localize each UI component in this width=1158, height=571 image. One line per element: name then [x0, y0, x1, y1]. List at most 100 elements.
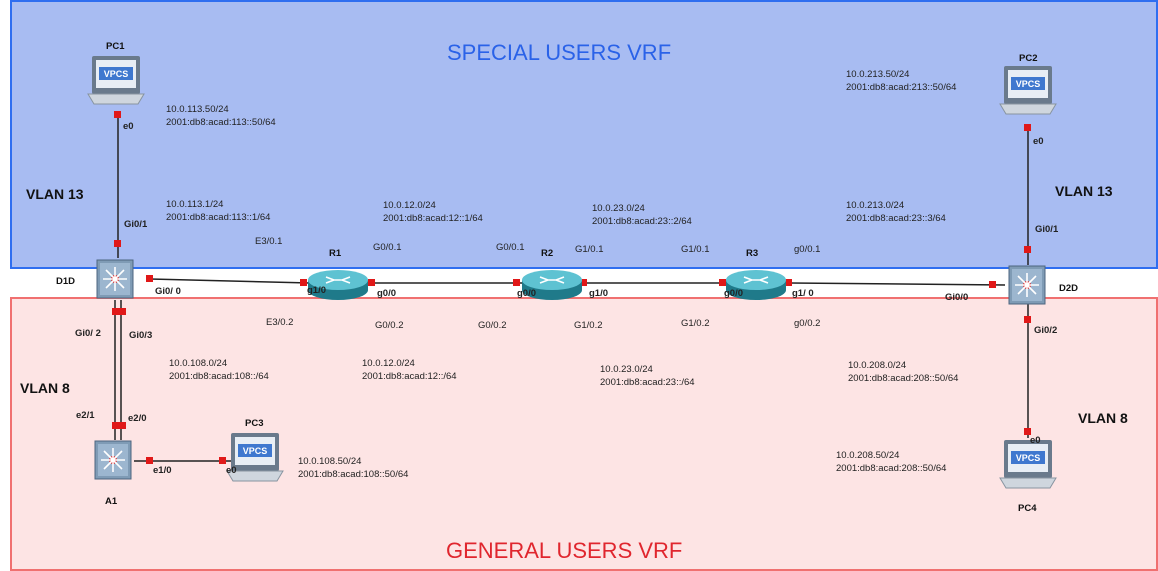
- d1d-vlan13-address-block: 10.0.113.1/24 2001:db8:acad:113::1/64: [166, 198, 270, 224]
- ipv6-address: 2001:db8:acad:208::50/64: [848, 373, 959, 384]
- port-marker: [785, 279, 792, 286]
- r2-g101-label: G1/0.1: [575, 244, 604, 255]
- general-users-vrf-zone: [10, 297, 1158, 571]
- d2d-gi00-label: Gi0/0: [945, 292, 969, 303]
- r1-g10-label: g1/0: [307, 285, 327, 296]
- switch-a1-icon[interactable]: [94, 440, 132, 480]
- pc1-address-block: 10.0.113.50/24 2001:db8:acad:113::50/64: [166, 103, 276, 129]
- router-r3-icon[interactable]: [726, 270, 786, 300]
- pc4-laptop-icon[interactable]: VPCS: [999, 440, 1057, 489]
- ipv4-address: 10.0.108.50/24: [298, 456, 362, 467]
- d2d-gi01-label: Gi0/1: [1035, 224, 1059, 235]
- ipv6-address: 2001:db8:acad:108::/64: [169, 371, 269, 382]
- router-r1-icon[interactable]: [308, 270, 368, 300]
- r3-g002-label: g0/0.2: [794, 318, 821, 329]
- svg-text:VPCS: VPCS: [104, 69, 129, 79]
- pc3-label: PC3: [245, 418, 264, 429]
- pc4-e0-label: e0: [1030, 435, 1041, 446]
- r1-e301-label: E3/0.1: [255, 236, 283, 247]
- r1-label: R1: [329, 248, 342, 259]
- port-marker: [1024, 124, 1031, 131]
- vlan13-left-label: VLAN 13: [26, 186, 84, 202]
- vlan8-left-label: VLAN 8: [20, 380, 70, 396]
- d1d-gi01-label: Gi0/1: [124, 219, 148, 230]
- port-marker: [146, 275, 153, 282]
- switch-d2d-icon[interactable]: [1008, 265, 1046, 305]
- d2d-vlan8-address-block: 10.0.208.0/24 2001:db8:acad:208::50/64: [848, 359, 958, 385]
- ipv6-address: 2001:db8:acad:108::50/64: [298, 469, 409, 480]
- vlan8-right-label: VLAN 8: [1078, 410, 1128, 426]
- ipv4-address: 10.0.208.0/24: [848, 360, 907, 371]
- pc1-laptop-icon[interactable]: VPCS: [87, 56, 145, 105]
- link-r3-d2d: [789, 282, 1006, 286]
- r1-g002-label: G0/0.2: [375, 320, 404, 331]
- pc3-e0-label: e0: [226, 465, 237, 476]
- r3-g001-label: g0/0.1: [794, 244, 821, 255]
- r3-label: R3: [746, 248, 759, 259]
- pc2-e0-label: e0: [1033, 136, 1044, 147]
- r1-r2-vlan8-address-block: 10.0.12.0/24 2001:db8:acad:12::/64: [362, 357, 457, 383]
- ipv6-address: 2001:db8:acad:23::3/64: [846, 213, 946, 224]
- d1d-vlan8-address-block: 10.0.108.0/24 2001:db8:acad:108::/64: [169, 357, 269, 383]
- ipv4-address: 10.0.213.50/24: [846, 69, 910, 80]
- ipv6-address: 2001:db8:acad:12::/64: [362, 371, 457, 382]
- pc2-laptop-icon[interactable]: VPCS: [999, 66, 1057, 115]
- ipv4-address: 10.0.12.0/24: [362, 358, 415, 369]
- r2-label: R2: [541, 248, 554, 259]
- pc4-label: PC4: [1018, 503, 1037, 514]
- d2d-label: D2D: [1059, 283, 1079, 294]
- port-marker: [1024, 428, 1031, 435]
- port-marker: [114, 240, 121, 247]
- r3-g10-label: g1/ 0: [792, 288, 814, 299]
- port-markers: [112, 111, 1031, 464]
- port-marker: [112, 308, 119, 315]
- port-marker: [368, 279, 375, 286]
- r2-r3-vlan8-address-block: 10.0.23.0/24 2001:db8:acad:23::/64: [600, 363, 695, 389]
- r1-e302-label: E3/0.2: [266, 317, 294, 328]
- a1-label: A1: [105, 496, 118, 507]
- r2-r3-vlan13-address-block: 10.0.23.0/24 2001:db8:acad:23::2/64: [592, 202, 692, 228]
- pc4-address-block: 10.0.208.50/24 2001:db8:acad:208::50/64: [836, 449, 946, 475]
- port-marker: [112, 422, 119, 429]
- r2-g001-label: G0/0.1: [496, 242, 525, 253]
- r1-g001-label: G0/0.1: [373, 242, 402, 253]
- switch-d1d-icon[interactable]: [96, 259, 134, 299]
- ipv4-address: 10.0.108.0/24: [169, 358, 228, 369]
- port-marker: [513, 279, 520, 286]
- ipv6-address: 2001:db8:acad:23::2/64: [592, 216, 692, 227]
- a1-e10-label: e1/0: [153, 465, 172, 476]
- pc1-label: PC1: [106, 41, 125, 52]
- svg-text:VPCS: VPCS: [243, 446, 268, 456]
- ipv4-address: 10.0.12.0/24: [383, 200, 436, 211]
- r3-g00-label: g0/0: [724, 288, 744, 299]
- r2-g102-label: G1/0.2: [574, 320, 603, 331]
- port-marker: [114, 111, 121, 118]
- ipv6-address: 2001:db8:acad:12::1/64: [383, 213, 483, 224]
- pc3-laptop-icon[interactable]: VPCS: [226, 433, 284, 482]
- d2d-gi02-label: Gi0/2: [1034, 325, 1058, 336]
- d1d-label: D1D: [56, 276, 76, 287]
- r2-g002-label: G0/0.2: [478, 320, 507, 331]
- port-marker: [1024, 316, 1031, 323]
- ipv4-address: 10.0.113.1/24: [166, 199, 224, 210]
- r1-r2-vlan13-address-block: 10.0.12.0/24 2001:db8:acad:12::1/64: [383, 199, 483, 225]
- ipv6-address: 2001:db8:acad:213::50/64: [846, 82, 957, 93]
- ipv4-address: 10.0.113.50/24: [166, 104, 229, 115]
- r1-g00-label: g0/0: [377, 288, 397, 299]
- link-d1d-r1: [149, 278, 311, 284]
- d1d-gi00-label: Gi0/ 0: [155, 286, 181, 297]
- r3-d2d-vlan13-address-block: 10.0.213.0/24 2001:db8:acad:23::3/64: [846, 199, 946, 225]
- svg-text:VPCS: VPCS: [1016, 79, 1041, 89]
- ipv4-address: 10.0.23.0/24: [600, 364, 653, 375]
- ipv4-address: 10.0.213.0/24: [846, 200, 905, 211]
- a1-e20-label: e2/0: [128, 413, 147, 424]
- vlan13-right-label: VLAN 13: [1055, 183, 1113, 199]
- ipv6-address: 2001:db8:acad:113::50/64: [166, 117, 276, 128]
- port-marker: [119, 422, 126, 429]
- pc1-e0-label: e0: [123, 121, 134, 132]
- r2-g00-label: g0/0: [517, 288, 537, 299]
- router-r2-icon[interactable]: [522, 270, 582, 300]
- port-marker: [300, 279, 307, 286]
